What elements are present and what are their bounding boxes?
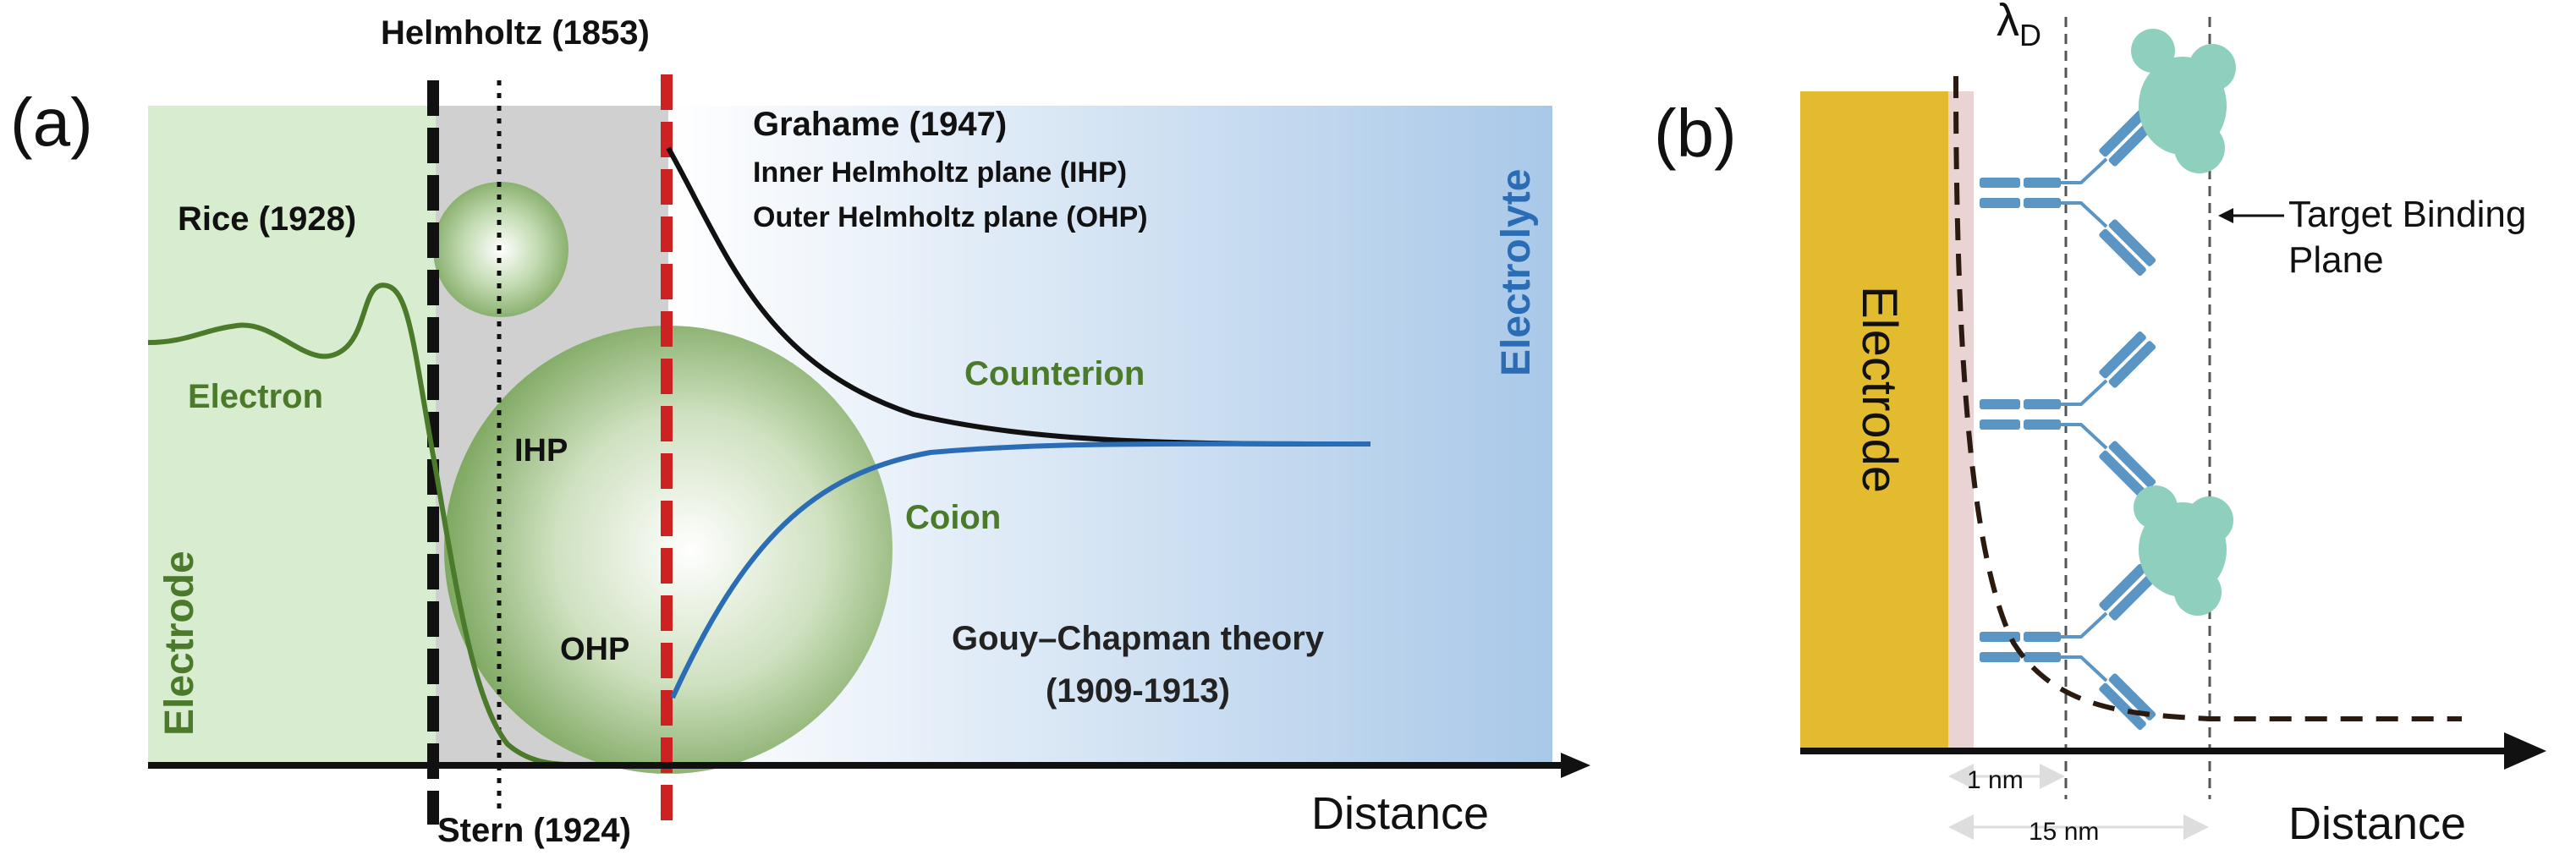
distance-axis-arrowhead-b bbox=[2504, 732, 2546, 770]
target-plane-label: Plane bbox=[2288, 239, 2384, 281]
ohp-full-label: Outer Helmholtz plane (OHP) bbox=[753, 201, 1148, 233]
coion-label: Coion bbox=[905, 499, 1001, 536]
debye-lambda-label: λD bbox=[1997, 0, 2041, 52]
target-protein-2 bbox=[2134, 485, 2233, 616]
grahame-label: Grahame (1947) bbox=[753, 106, 1007, 143]
helmholtz-label: Helmholtz (1853) bbox=[381, 14, 650, 52]
sam-layer bbox=[1948, 91, 1974, 751]
antibody-3 bbox=[1978, 561, 2159, 733]
ihp-full-label: Inner Helmholtz plane (IHP) bbox=[753, 156, 1127, 189]
distance-label-a: Distance bbox=[1311, 788, 1489, 839]
rice-label: Rice (1928) bbox=[178, 200, 356, 238]
gouy-chapman-years: (1909-1913) bbox=[1046, 672, 1230, 710]
electron-density-curve bbox=[147, 282, 610, 768]
electrode-block bbox=[1800, 91, 1948, 751]
counterion-label: Counterion bbox=[964, 355, 1145, 392]
electrode-label-b: Electrode bbox=[1852, 286, 1907, 493]
panel-b: (b) Electrode bbox=[1654, 0, 2546, 849]
distance-label-b: Distance bbox=[2288, 798, 2466, 849]
one-nm-label: 1 nm bbox=[1967, 766, 2024, 794]
target-plane-pointer-head bbox=[2218, 208, 2233, 223]
antibody-1 bbox=[1978, 107, 2159, 279]
electrode-region bbox=[148, 106, 436, 765]
coion-curve bbox=[670, 441, 1371, 699]
electrode-label-a: Electrode bbox=[157, 551, 202, 736]
gouy-chapman-label: Gouy–Chapman theory bbox=[952, 620, 1325, 657]
ohp-label: OHP bbox=[560, 632, 629, 667]
panel-a-label: (a) bbox=[10, 85, 93, 160]
distance-axis-arrowhead-a bbox=[1561, 753, 1590, 778]
stern-label: Stern (1924) bbox=[437, 812, 631, 849]
panel-b-label: (b) bbox=[1654, 96, 1737, 171]
target-protein-1 bbox=[2131, 29, 2236, 173]
electrolyte-label: Electrolyte bbox=[1494, 169, 1539, 376]
antibody-2 bbox=[1978, 328, 2159, 501]
electron-label: Electron bbox=[188, 378, 323, 415]
ihp-label: IHP bbox=[514, 433, 568, 469]
fifteen-nm-label: 15 nm bbox=[2029, 818, 2099, 846]
panel-a: (a) Helmholtz (1853) Rice (1928) Grahame… bbox=[10, 14, 1590, 849]
target-binding-label: Target Binding bbox=[2288, 194, 2526, 235]
